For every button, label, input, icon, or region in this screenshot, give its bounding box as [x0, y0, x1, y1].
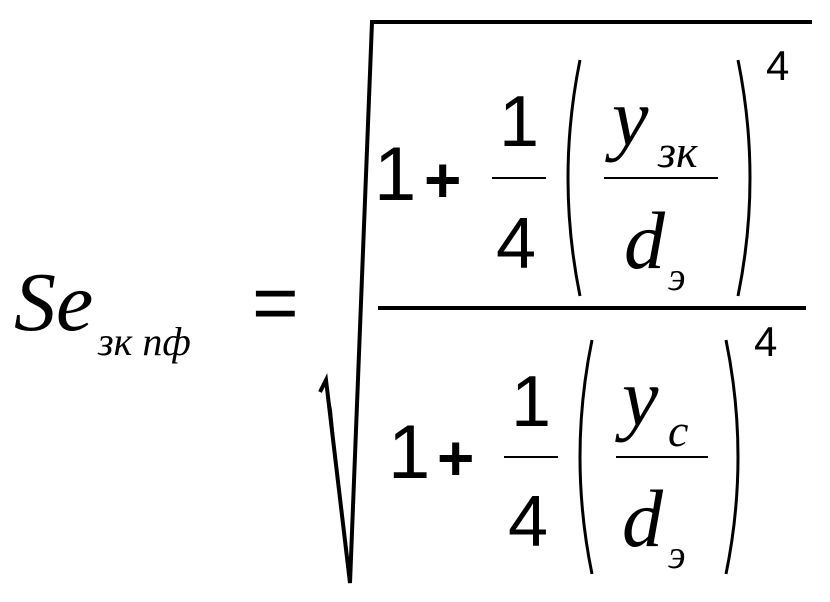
denominator-ratio-den: d	[622, 473, 664, 564]
lhs-subscript: зк пф	[97, 319, 191, 364]
denominator-exponent: 4	[754, 318, 777, 365]
numerator-left-paren	[566, 59, 582, 297]
denominator-ratio-num: y	[615, 352, 659, 443]
denominator-right-paren	[724, 339, 740, 575]
numerator-one: 1	[374, 132, 416, 217]
denominator-ratio-num-sub: c	[668, 405, 688, 456]
lhs-symbol: Se	[14, 256, 93, 349]
denominator-coef-den: 4	[508, 482, 548, 562]
numerator-ratio-num-sub: зк	[657, 126, 698, 177]
denominator-ratio-den-sub: э	[668, 532, 686, 577]
numerator-coef-den: 4	[496, 204, 536, 284]
numerator-right-paren	[736, 59, 752, 297]
denominator: 1 + 1 4 y c d э 4	[388, 318, 777, 577]
denominator-plus: +	[437, 422, 474, 494]
denominator-one: 1	[388, 410, 430, 495]
numerator-coef-num: 1	[499, 82, 539, 162]
numerator: 1 + 1 4 y зк d э 4	[374, 42, 789, 299]
lhs: Se зк пф	[14, 256, 191, 364]
numerator-exponent: 4	[766, 42, 789, 89]
numerator-plus: +	[424, 144, 461, 216]
numerator-ratio-num: y	[605, 72, 649, 163]
equals-sign: =	[252, 258, 299, 347]
radical-sign	[318, 20, 812, 584]
numerator-ratio-den: d	[624, 195, 666, 286]
denominator-left-paren	[578, 339, 594, 575]
numerator-ratio-den-sub: э	[668, 254, 686, 299]
denominator-coef-num: 1	[511, 362, 551, 442]
